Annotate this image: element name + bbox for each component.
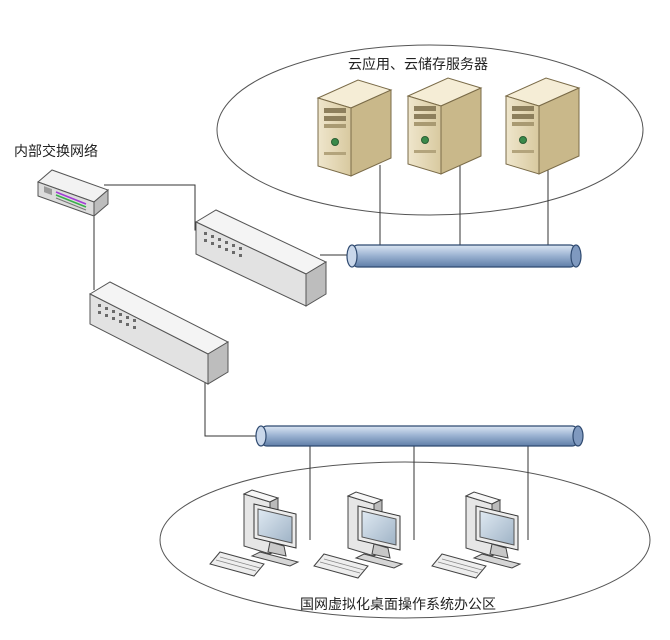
office-zone-ellipse [159, 461, 651, 619]
server-zone-ellipse [216, 44, 644, 216]
desktop-pc-icon [209, 489, 300, 577]
server-group-label: 云应用、云储存服务器 [348, 57, 488, 73]
router-icon [37, 169, 109, 218]
rack-switch-icon [88, 281, 230, 385]
desktop-pc-icon [431, 491, 522, 579]
server-bus [346, 244, 582, 268]
office-zone-label: 国网虚拟化桌面操作系统办公区 [300, 597, 496, 613]
server-tower-icon [504, 77, 581, 175]
server-tower-icon [406, 77, 483, 175]
connection-lines [93, 165, 549, 540]
desktop-pc-icon [313, 491, 404, 579]
rack-switch-icon [194, 209, 328, 307]
core-switch-label: 内部交换网络 [14, 144, 98, 160]
server-tower-icon [316, 79, 393, 177]
office-bus [255, 425, 584, 447]
